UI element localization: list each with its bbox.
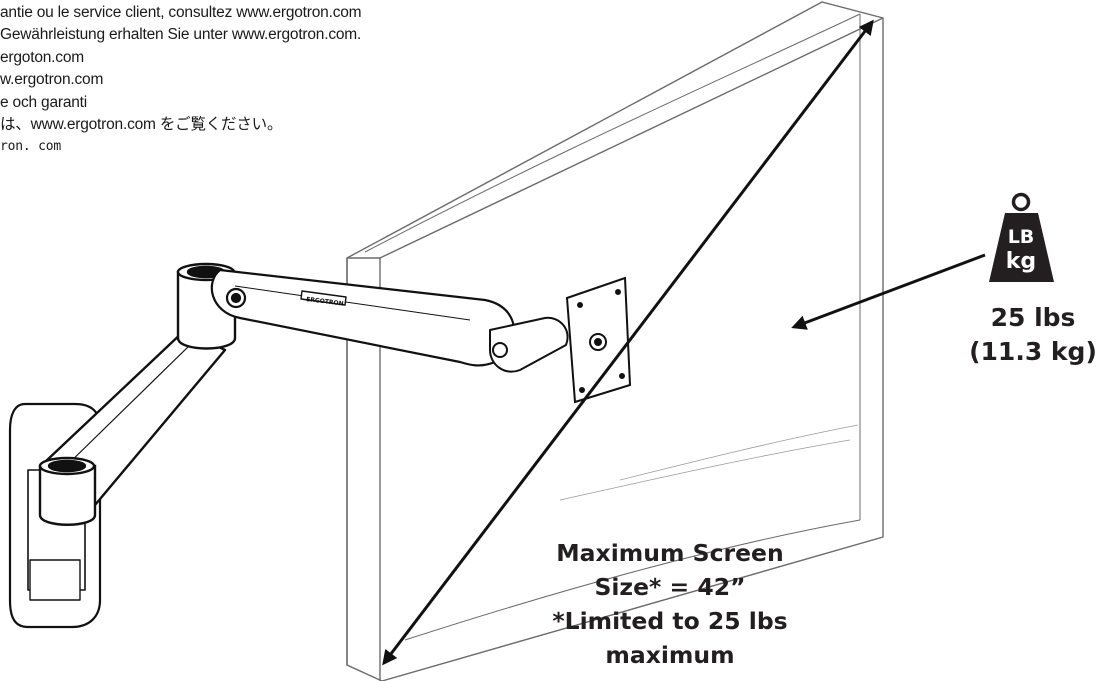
weight-unit-kg: kg bbox=[1006, 249, 1036, 274]
ergotron-logo: ERGOTRON bbox=[300, 290, 347, 308]
weight-pointer-arrow bbox=[791, 253, 986, 330]
weight-imperial: 25 lbs bbox=[990, 303, 1076, 332]
screen-size-line-1: Maximum Screen bbox=[556, 539, 784, 567]
max-screen-size-label: Maximum Screen Size* = 42” *Limited to 2… bbox=[520, 536, 820, 672]
weight-unit-lb: LB bbox=[1008, 226, 1035, 248]
support-line-sv: e och garanti bbox=[0, 93, 88, 111]
support-line-3: ergoton.com bbox=[0, 48, 84, 66]
support-line-7: ron. com bbox=[0, 139, 62, 155]
kettlebell-weight-icon: LB kg bbox=[989, 192, 1054, 282]
weight-metric: (11.3 kg) bbox=[969, 337, 1097, 366]
weight-capacity-label: 25 lbs (11.3 kg) bbox=[958, 301, 1107, 369]
support-line-fr: antie ou le service client, consultez ww… bbox=[0, 4, 362, 21]
screen-size-line-2: Size* = 42” bbox=[594, 573, 746, 601]
screen-size-arrow bbox=[382, 19, 874, 666]
screen-size-line-3: *Limited to 25 lbs bbox=[552, 607, 788, 635]
support-line-ja: は、www.ergotron.com をご覧ください。 bbox=[0, 116, 283, 134]
screen-size-line-4: maximum bbox=[605, 641, 735, 669]
base-joint bbox=[38, 456, 97, 526]
svg-text:ERGOTRON: ERGOTRON bbox=[306, 296, 344, 308]
support-line-4: w.ergotron.com bbox=[0, 71, 104, 89]
support-line-de: Gewährleistung erhalten Sie unter www.er… bbox=[0, 26, 362, 44]
support-info-text: antie ou le service client, consultez ww… bbox=[0, 2, 362, 159]
